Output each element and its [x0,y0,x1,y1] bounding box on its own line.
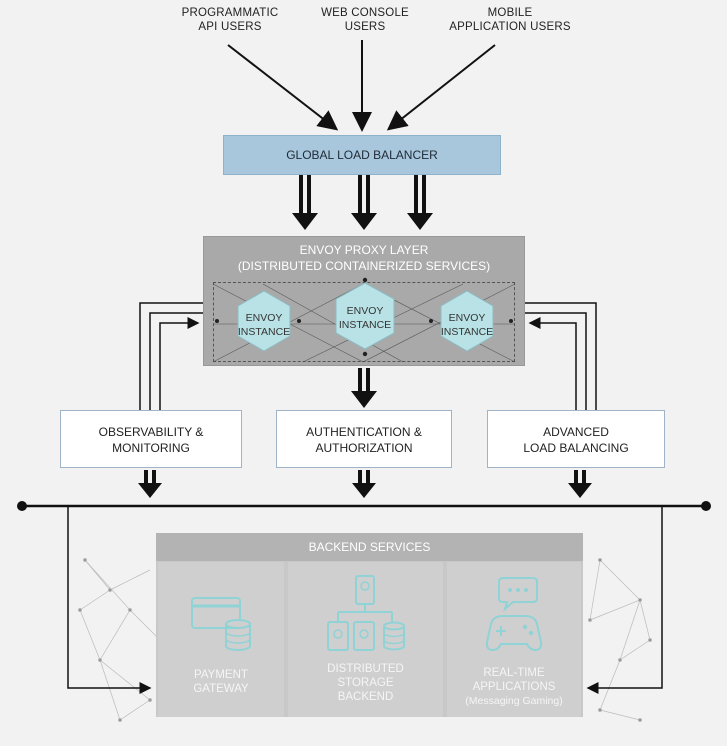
web-users-line1: WEB CONSOLE [321,7,409,19]
programmatic-users-line2: API USERS [198,21,262,33]
advanced-line1: ADVANCED [543,425,609,439]
authentication-authorization-box: AUTHENTICATION & AUTHORIZATION [276,410,452,468]
lb-to-envoy-arrows [292,175,433,230]
storage-line1: DISTRIBUTED [327,663,404,675]
observability-line2: MONITORING [112,441,190,455]
envoy-layer-subtitle: (DISTRIBUTED CONTAINERIZED SERVICES) [237,259,491,273]
bus-to-backend-arrows [67,506,663,694]
storage-servers-icon [327,575,405,651]
payment-gateway-column: PAYMENT GATEWAY [158,562,284,717]
payment-line1: PAYMENT [194,669,248,681]
realtime-applications-column: REAL-TIME APPLICATIONS (Messaging Gaming… [447,562,581,717]
envoy-instance-1-line2: INSTANCE [237,326,291,338]
auth-line1: AUTHENTICATION & [306,425,422,439]
envoy-instance-2-label: ENVOY INSTANCE [330,304,400,332]
realtime-subtitle: (Messaging Gaming) [465,695,563,707]
service-bus [17,501,711,511]
envoy-mesh-graphic [212,277,516,363]
envoy-instance-hex-1 [237,290,291,352]
envoy-instance-hex-3 [440,290,494,352]
middle-to-bus-arrows [138,470,592,498]
storage-line3: BACKEND [337,691,394,703]
web-console-users-label: WEB CONSOLE USERS [300,6,430,34]
mobile-users-line1: MOBILE [487,7,533,19]
observability-monitoring-box: OBSERVABILITY & MONITORING [60,410,242,468]
realtime-line1: REAL-TIME [483,667,545,679]
user-arrows [227,40,496,132]
mobile-users-line2: APPLICATION USERS [449,21,571,33]
global-load-balancer-label: GLOBAL LOAD BALANCER [286,148,438,162]
chat-gamepad-icon [485,577,543,652]
left-feedback-lines [139,302,205,410]
envoy-to-auth-arrow [351,368,377,408]
advanced-line2: LOAD BALANCING [523,441,629,455]
envoy-instance-1-line1: ENVOY [245,312,283,324]
storage-line2: STORAGE [337,677,394,689]
envoy-instance-2-line2: INSTANCE [338,319,392,331]
envoy-instance-3-line1: ENVOY [448,312,486,324]
mobile-users-label: MOBILE APPLICATION USERS [440,6,580,34]
payment-line2: GATEWAY [193,683,249,695]
global-load-balancer: GLOBAL LOAD BALANCER [223,135,501,175]
observability-line1: OBSERVABILITY & [98,425,204,439]
network-mesh-decoration [78,558,652,722]
envoy-instance-1-label: ENVOY INSTANCE [229,311,299,339]
envoy-layer-title: ENVOY PROXY LAYER [299,243,429,257]
distributed-storage-column: DISTRIBUTED STORAGE BACKEND [288,562,443,717]
backend-services-title: BACKEND SERVICES [156,533,583,561]
envoy-instance-2-line1: ENVOY [346,305,384,317]
auth-line2: AUTHORIZATION [315,441,413,455]
advanced-load-balancing-box: ADVANCED LOAD BALANCING [487,410,665,468]
web-users-line2: USERS [344,21,386,33]
payment-card-database-icon [191,597,251,651]
programmatic-users-line1: PROGRAMMATIC [181,7,279,19]
right-feedback-lines [522,302,597,410]
realtime-line2: APPLICATIONS [472,681,556,693]
envoy-instance-hex-2 [335,282,395,350]
envoy-instance-3-line2: INSTANCE [440,326,494,338]
envoy-instance-3-label: ENVOY INSTANCE [432,311,502,339]
programmatic-users-label: PROGRAMMATIC API USERS [160,6,300,34]
